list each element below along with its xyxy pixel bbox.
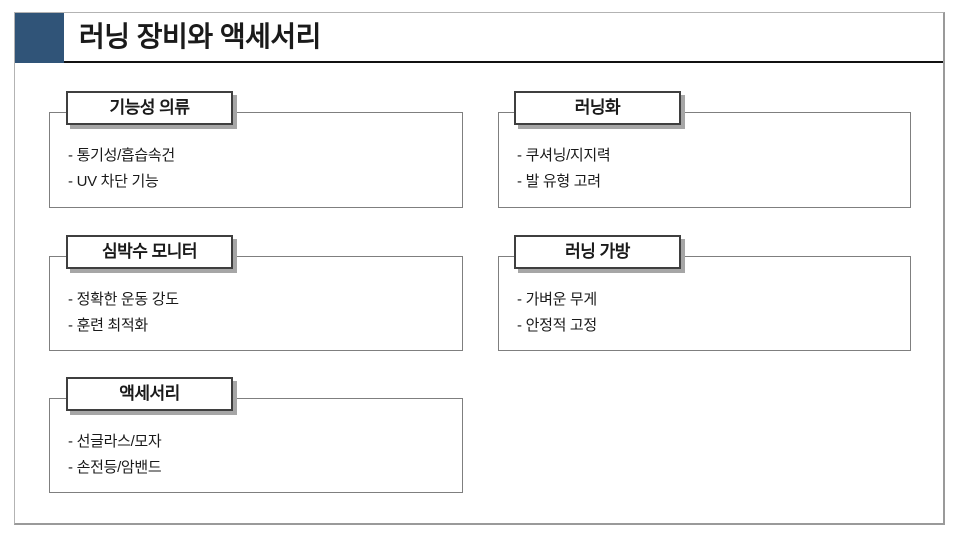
group-content-functional-clothing: - 통기성/흡습속건 - UV 차단 기능 [49, 112, 463, 208]
slide-frame: 러닝 장비와 액세서리 기능성 의류 - 통기성/흡습속건 - UV 차단 기능… [14, 12, 945, 525]
bullet-item: - 통기성/흡습속건 [68, 147, 175, 164]
group-header-accessories: 액세서리 [66, 377, 233, 411]
group-header-heart-rate-monitor: 심박수 모니터 [66, 235, 233, 269]
bullet-item: - 손전등/암밴드 [68, 459, 162, 476]
page-title: 러닝 장비와 액세서리 [79, 21, 321, 52]
group-header-functional-clothing: 기능성 의류 [66, 91, 233, 125]
group-content-running-shoes: - 쿠셔닝/지지력 - 발 유형 고려 [498, 112, 911, 208]
bullet-item: - 정확한 운동 강도 [68, 291, 179, 308]
bullet-item: - 안정적 고정 [517, 317, 597, 334]
group-content-heart-rate-monitor: - 정확한 운동 강도 - 훈련 최적화 [49, 256, 463, 351]
bullet-item: - 쿠셔닝/지지력 [517, 147, 611, 164]
title-bar: 러닝 장비와 액세서리 [15, 13, 943, 63]
bullet-item: - 선글라스/모자 [68, 433, 162, 450]
bullet-item: - 발 유형 고려 [517, 173, 601, 190]
bullet-item: - 훈련 최적화 [68, 317, 148, 334]
group-content-running-bag: - 가벼운 무게 - 안정적 고정 [498, 256, 911, 351]
accent-square [15, 13, 64, 63]
group-header-running-bag: 러닝 가방 [514, 235, 681, 269]
group-content-accessories: - 선글라스/모자 - 손전등/암밴드 [49, 398, 463, 493]
bullet-item: - UV 차단 기능 [68, 173, 159, 190]
bullet-item: - 가벼운 무게 [517, 291, 597, 308]
group-header-running-shoes: 러닝화 [514, 91, 681, 125]
